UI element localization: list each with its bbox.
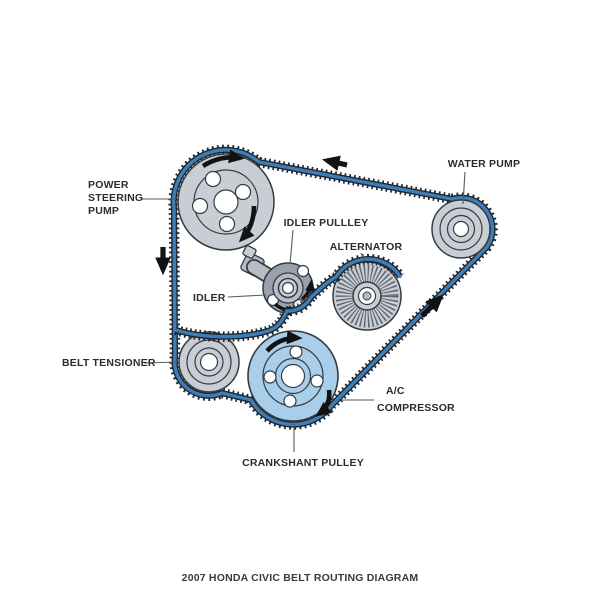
label-crankshaft-pulley: CRANKSHANT PULLEY: [242, 457, 364, 469]
rotation-arrow-icon: [265, 330, 303, 353]
label-power-steering-1: POWER: [88, 179, 129, 191]
leader-alternator: [360, 252, 366, 262]
crank-hole: [310, 374, 324, 388]
label-ac-2: COMPRESSOR: [377, 402, 455, 414]
label-idler-pulley: IDLER PULLLEY: [284, 217, 369, 229]
idler-hole: [296, 264, 310, 278]
label-alternator: ALTERNATOR: [330, 241, 403, 253]
rotation-arrow-icon: [201, 149, 245, 168]
ps-pump-hub: [213, 189, 239, 215]
crank-hole: [289, 345, 303, 359]
idler-hub: [281, 281, 295, 295]
water-pump-hub: [452, 220, 470, 238]
alternator-ribs: [335, 264, 399, 328]
label-water-pump: WATER PUMP: [448, 158, 520, 170]
crank-hub: [280, 363, 306, 389]
crank-hole: [283, 394, 297, 408]
belt-direction-up-right-arrow-icon: [420, 294, 444, 318]
label-belt-tensioner: BELT TENSIONER: [62, 357, 156, 369]
alternator-pulley: [332, 261, 402, 331]
label-idler: IDLER: [193, 292, 226, 304]
ps-pump-hole: [234, 183, 252, 201]
tensioner-ring2: [194, 347, 224, 377]
rotation-arrow-icon: [300, 279, 316, 301]
leader-idler: [227, 294, 267, 298]
leader-belt-tensioner: [143, 361, 178, 364]
leader-water-pump: [462, 171, 466, 205]
tensioner-hub: [199, 352, 219, 372]
alternator-shaft: [362, 291, 372, 301]
water-pump-ring2: [446, 214, 476, 244]
crankshaft-pulley: [247, 330, 339, 422]
rotation-arrow-icon: [315, 389, 332, 417]
diagram-caption: 2007 HONDA CIVIC BELT ROUTING DIAGRAM: [182, 572, 419, 584]
idler-assembly: [240, 245, 316, 317]
label-ac-1: A/C: [386, 385, 405, 397]
water-pump-pulley: [431, 199, 491, 259]
ps-pump-hole: [218, 215, 236, 233]
crank-hole: [263, 370, 277, 384]
ps-pump-hole: [204, 170, 222, 188]
label-power-steering-3: PUMP: [88, 205, 119, 217]
leader-idler-pulley: [289, 229, 294, 265]
belt-direction-left-arrow-icon: [321, 155, 348, 171]
ps-pump-hole: [191, 197, 209, 215]
belt-tensioner-pulley: [178, 331, 240, 393]
power-steering-pump-pulley: [177, 149, 275, 251]
idler-mount-cap: [242, 245, 257, 259]
rotation-arrow-icon: [238, 205, 257, 243]
label-power-steering-2: STEERING: [88, 192, 143, 204]
water-pump-ring: [439, 207, 483, 251]
